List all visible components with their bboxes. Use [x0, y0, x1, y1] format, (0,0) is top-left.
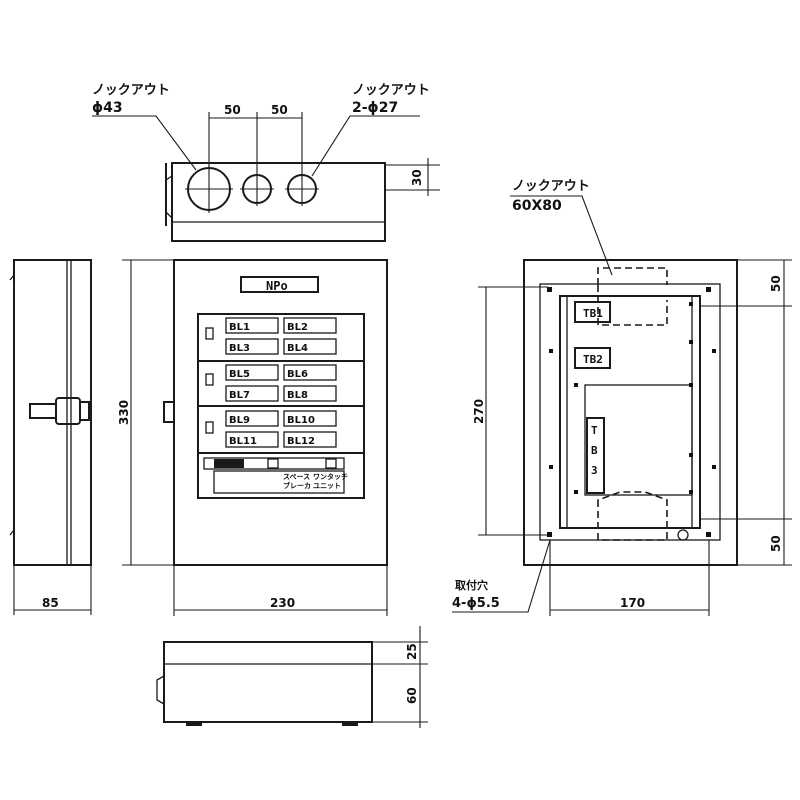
breaker-label: BL6: [287, 369, 308, 380]
bottom-view-body: [163, 641, 373, 723]
breaker-BL9: [225, 410, 279, 427]
back-mount-plate: [559, 295, 701, 529]
back-view: TB1 TB2 T B 3 ノックアウト 60X80 50: [452, 179, 792, 616]
spacing-1: 50: [224, 103, 241, 117]
knockout-right-size: 2-ϕ27: [352, 100, 398, 116]
bottom-label-1: スペース: [283, 473, 310, 481]
bottom-unit: [203, 457, 345, 470]
side-view-body: [13, 259, 92, 566]
back-knockout-label: ノックアウト: [512, 179, 590, 194]
breaker-label: BL5: [229, 369, 250, 380]
breaker-label: BL3: [229, 343, 250, 354]
breaker-label: BL9: [229, 415, 250, 426]
breaker-BL3: [225, 338, 279, 355]
side-depth-dim: 85: [42, 596, 59, 610]
front-view: NPo BL1 BL2 BL3 BL4 BL5 BL6 BL7 BL8: [117, 259, 388, 616]
breaker-label: BL2: [287, 322, 308, 333]
back-bottom-dim: 50: [769, 535, 783, 552]
leader-left: [92, 115, 197, 171]
bottom-label-3: ワンタッチ: [313, 472, 348, 481]
knockout-left-label: ノックアウト: [92, 83, 170, 98]
bottom-dim-lower: 60: [405, 687, 419, 704]
back-knockout-top: [597, 267, 668, 326]
spacing-2: 50: [271, 103, 288, 117]
knockout-left-size: ϕ43: [92, 100, 123, 116]
back-knockout-leader: [510, 195, 613, 276]
top-view: ノックアウト ϕ43 ノックアウト 2-ϕ27 50 50 30: [92, 83, 440, 242]
tb3-char: B: [591, 444, 598, 457]
knockout-right-label: ノックアウト: [352, 83, 430, 98]
breaker-label: BL4: [287, 343, 308, 354]
back-width-dim: 170: [620, 596, 645, 610]
breaker-BL11: [225, 431, 279, 448]
mount-label: 取付穴: [455, 578, 488, 592]
bottom-unit-block: [214, 459, 244, 468]
breaker-switch-1: [205, 327, 214, 340]
front-width-dim: 230: [270, 596, 295, 610]
tb1-label: TB1: [583, 307, 603, 320]
breaker-list: BL1 BL2 BL3 BL4 BL5 BL6 BL7 BL8 BL9 BL10…: [225, 317, 337, 448]
leader-right: [311, 115, 420, 177]
bottom-view-latch: [156, 675, 165, 705]
mount-size: 4-ϕ5.5: [452, 596, 500, 611]
breaker-label: BL11: [229, 436, 257, 447]
top-view-body: [171, 162, 386, 242]
breaker-label: BL1: [229, 322, 250, 333]
top-depth-dim: 30: [410, 169, 424, 186]
back-top-dim: 50: [769, 275, 783, 292]
tb3-char: T: [591, 424, 598, 437]
bottom-label-2: ブレーカ: [283, 481, 311, 490]
bottom-dim-upper: 25: [405, 643, 419, 660]
side-view: 85: [9, 259, 92, 615]
tb3: [586, 417, 605, 494]
breaker-BL2: [283, 317, 337, 334]
breaker-label: BL10: [287, 415, 315, 426]
side-handle: [29, 403, 57, 419]
side-lock-knob: [79, 401, 90, 421]
breaker-label: BL8: [287, 390, 308, 401]
breaker-BL4: [283, 338, 337, 355]
breaker-BL1: [225, 317, 279, 334]
tb3-char: 3: [591, 464, 598, 477]
tb2-label: TB2: [583, 353, 603, 366]
breaker-switch-2: [205, 373, 214, 386]
breaker-BL6: [283, 364, 337, 381]
bottom-view: 25 60: [156, 626, 428, 728]
breaker-label: BL12: [287, 436, 315, 447]
back-height-dim: 270: [472, 399, 486, 424]
front-height-dim: 330: [117, 400, 131, 425]
front-hinge: [163, 401, 175, 423]
mount-hole-leader: [452, 539, 551, 613]
back-view-body: [523, 259, 738, 566]
nameplate: [240, 276, 319, 293]
back-knockout-bottom: [597, 491, 668, 541]
breaker-BL10: [283, 410, 337, 427]
tb1: [574, 301, 611, 323]
breaker-BL7: [225, 385, 279, 402]
breaker-BL5: [225, 364, 279, 381]
breaker-label: BL7: [229, 390, 250, 401]
side-lock: [55, 397, 81, 425]
bottom-label-4: ユニット: [313, 482, 341, 490]
breaker-BL12: [283, 431, 337, 448]
front-view-body: [173, 259, 388, 566]
tb2: [574, 347, 611, 369]
breaker-switch-3: [205, 421, 214, 434]
breaker-BL8: [283, 385, 337, 402]
tb3-area: [584, 384, 693, 496]
nameplate-text: NPo: [266, 279, 288, 293]
back-knockout-size: 60X80: [512, 198, 562, 214]
